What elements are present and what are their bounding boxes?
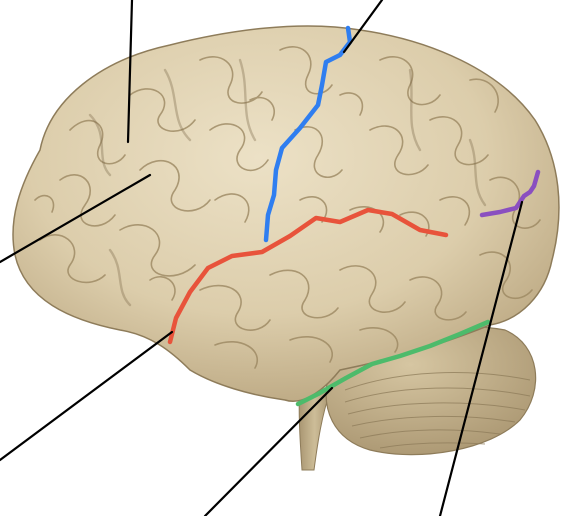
- temporal-lower-border-outline: [295, 319, 491, 407]
- leader-line-3: [0, 173, 152, 264]
- central-sulcus-outline: [263, 25, 353, 243]
- gyri-texture: [34, 46, 541, 369]
- leader-line-2: [342, 0, 384, 54]
- parieto-occipital-outline: [479, 169, 541, 218]
- leader-line-5: [203, 386, 334, 516]
- leader-line-4: [0, 330, 174, 462]
- leader-line-1: [126, 0, 134, 144]
- brainstem: [298, 379, 331, 471]
- gyri-shadows: [88, 58, 487, 307]
- lateral-sulcus-outline: [167, 207, 449, 345]
- cerebellum-folia: [344, 372, 531, 449]
- leader-line-6: [438, 200, 524, 516]
- leader-lines: [0, 0, 524, 516]
